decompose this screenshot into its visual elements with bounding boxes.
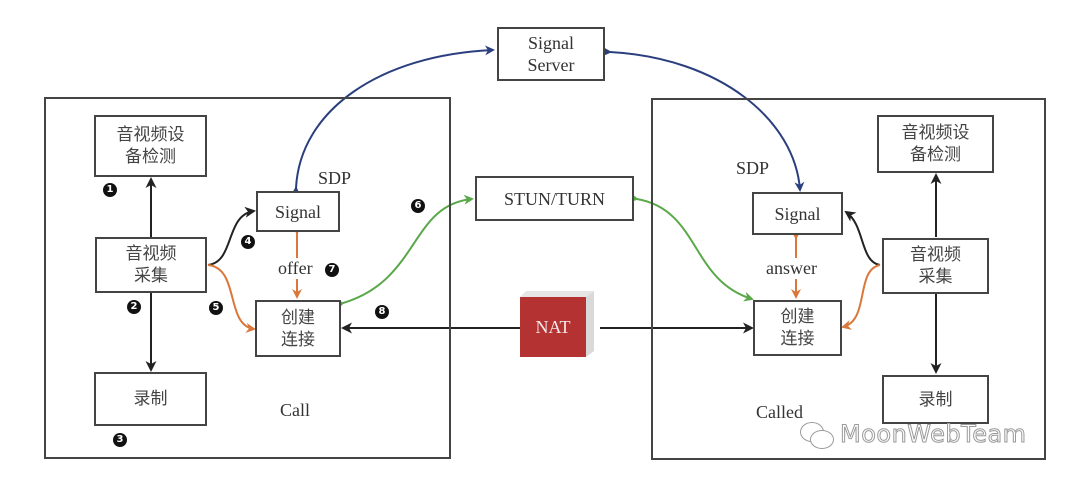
- caller-connect-box: 创建 连接: [255, 300, 341, 357]
- caller-record-box: 录制: [94, 372, 207, 426]
- arrow-caller-capture-to-connect: [207, 264, 256, 333]
- arrow-callee-stun: [628, 192, 754, 302]
- caller-device-check-box: 音视频设 备检测: [94, 115, 207, 177]
- caller-title: Call: [280, 400, 310, 420]
- callee-capture-line1: 音视频: [910, 245, 961, 265]
- arrow-caller-capture-to-signal: [207, 206, 256, 266]
- caller-connect-line2: 连接: [281, 329, 315, 350]
- nat-box: NAT: [520, 291, 600, 361]
- caller-frame: [44, 97, 451, 459]
- nat-label: NAT: [520, 297, 586, 357]
- callee-connect-line1: 创建: [780, 307, 815, 327]
- arrow-callee-signal-server: [601, 46, 805, 192]
- callee-signal-label: Signal: [774, 203, 821, 224]
- watermark: MoonWebTeam: [800, 420, 1027, 449]
- callee-signal-box: Signal: [752, 192, 843, 235]
- answer-label: answer: [765, 258, 818, 279]
- step-2-badge: 2: [127, 300, 141, 314]
- callee-record-box: 录制: [882, 375, 989, 424]
- caller-capture-line1: 音视频: [125, 244, 177, 264]
- caller-sdp-label: SDP: [318, 168, 352, 188]
- step-3-badge: 3: [113, 433, 127, 447]
- step-6-badge: 6: [411, 199, 425, 213]
- step-7-badge: 7: [325, 263, 339, 277]
- callee-capture-box: 音视频 采集: [882, 238, 989, 294]
- caller-capture-line2: 采集: [134, 266, 168, 286]
- stun-turn-label: STUN/TURN: [503, 188, 605, 209]
- caller-connect-line1: 创建: [281, 307, 315, 328]
- caller-device-check-line2: 备检测: [125, 147, 176, 167]
- step-5-badge: 5: [209, 301, 223, 315]
- caller-device-check-line1: 音视频设: [116, 125, 185, 145]
- caller-signal-box: Signal: [256, 191, 340, 232]
- signal-server-box: Signal Server: [497, 27, 605, 81]
- caller-signal-label: Signal: [274, 201, 321, 222]
- callee-record-label: 录制: [918, 389, 953, 410]
- offer-label: offer: [277, 258, 314, 279]
- watermark-text: MoonWebTeam: [840, 420, 1027, 449]
- signal-server-line1: Signal: [527, 33, 574, 53]
- step-4-badge: 4: [241, 235, 255, 249]
- nat-cube-side: [586, 291, 594, 357]
- wechat-icon: [800, 422, 834, 449]
- caller-capture-box: 音视频 采集: [95, 237, 207, 293]
- callee-device-check-box: 音视频设 备检测: [877, 115, 994, 173]
- arrow-caller-stun: [333, 194, 474, 311]
- callee-capture-line2: 采集: [918, 267, 953, 287]
- nat-cube-top: [520, 291, 594, 297]
- arrow-caller-signal-server: [290, 45, 495, 197]
- callee-connect-line2: 连接: [780, 329, 815, 349]
- callee-title: Called: [756, 402, 803, 422]
- caller-record-label: 录制: [133, 389, 168, 409]
- callee-device-check-line2: 备检测: [910, 145, 961, 165]
- stun-turn-box: STUN/TURN: [475, 176, 634, 221]
- callee-connect-box: 创建 连接: [753, 300, 842, 356]
- callee-device-check-line1: 音视频设: [901, 123, 970, 143]
- signal-server-line2: Server: [527, 55, 575, 75]
- arrow-callee-capture-to-signal: [844, 210, 881, 266]
- step-1-badge: 1: [103, 183, 117, 197]
- arrow-callee-capture-to-connect: [841, 264, 881, 330]
- step-8-badge: 8: [375, 305, 389, 319]
- callee-sdp-label: SDP: [736, 158, 770, 178]
- callee-frame: [651, 98, 1046, 460]
